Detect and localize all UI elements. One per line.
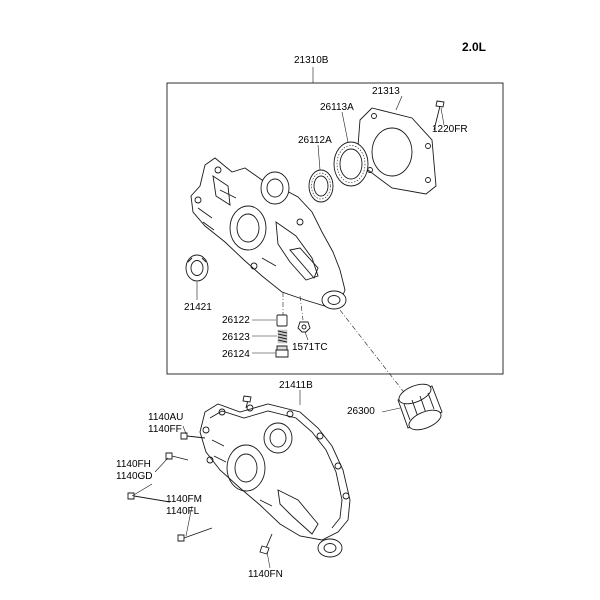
gasket-drawing	[357, 107, 437, 195]
label-1220fr[interactable]: 1220FR	[432, 124, 468, 135]
outer-gear-drawing	[333, 141, 369, 187]
lower-bolts-drawing	[127, 395, 273, 555]
inner-gear-drawing	[308, 169, 334, 203]
label-21313[interactable]: 21313	[372, 86, 400, 97]
label-1140fh[interactable]: 1140FH	[116, 459, 151, 470]
label-1140fl[interactable]: 1140FL	[166, 506, 200, 517]
label-26113a[interactable]: 26113A	[320, 102, 354, 113]
assembly-frame	[166, 82, 504, 375]
label-26300[interactable]: 26300	[347, 406, 375, 417]
label-26112a[interactable]: 26112A	[298, 135, 332, 146]
leader-lines	[131, 67, 445, 569]
upper-front-cover-drawing	[190, 157, 347, 310]
label-1140ff[interactable]: 1140FF	[148, 424, 182, 435]
label-21411b[interactable]: 21411B	[279, 380, 313, 391]
label-1140fn[interactable]: 1140FN	[248, 569, 283, 580]
oil-seal-drawing	[185, 254, 209, 282]
engine-label: 2.0L	[462, 40, 487, 54]
oil-filter-drawing	[397, 383, 443, 431]
label-26124[interactable]: 26124	[222, 349, 250, 360]
plug-1571tc-drawing	[297, 321, 311, 333]
label-26122[interactable]: 26122	[222, 315, 250, 326]
label-21310b[interactable]: 21310B	[294, 55, 329, 66]
label-1140fm[interactable]: 1140FM	[166, 494, 202, 505]
relief-valve-parts-drawing	[275, 314, 289, 358]
label-21421[interactable]: 21421	[184, 302, 212, 313]
bolt-1220fr-drawing	[433, 100, 445, 131]
label-26123[interactable]: 26123	[222, 332, 250, 343]
lower-front-cover-drawing	[199, 403, 351, 558]
label-1571tc[interactable]: 1571TC	[292, 342, 328, 353]
label-1140au[interactable]: 1140AU	[148, 412, 184, 423]
label-1140gd[interactable]: 1140GD	[116, 471, 153, 482]
